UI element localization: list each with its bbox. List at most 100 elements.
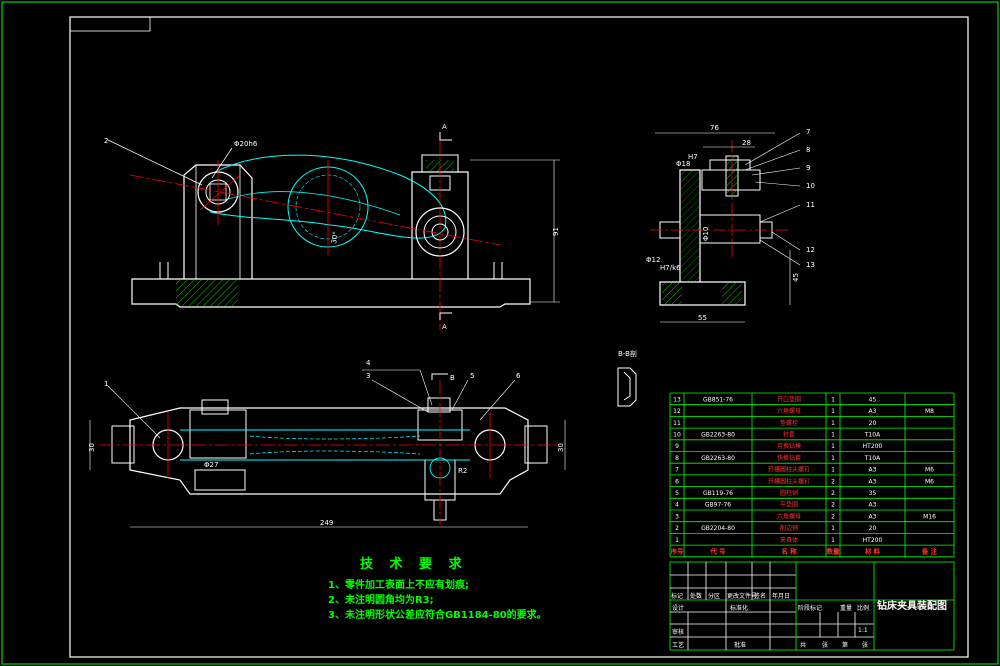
parts-cell-material: A3: [869, 467, 877, 474]
inner-frame: [69, 16, 969, 658]
top-view: [89, 369, 566, 528]
parts-cell-name: 可换钻模: [777, 442, 801, 450]
parts-header-name: 名 称: [781, 547, 797, 556]
parts-cell-material: A3: [869, 513, 877, 520]
parts-cell-material: 20: [869, 525, 877, 532]
parts-cell-material: 35: [869, 490, 877, 497]
balloon-2: 2: [104, 137, 108, 145]
tb-sheet-no: 第: [842, 641, 848, 649]
parts-cell-material: T10A: [864, 455, 881, 462]
dim-mid: Φ10: [702, 227, 710, 241]
parts-cell-code: GB119-76: [703, 490, 733, 497]
title-block-labels: 钻床夹具装配图 标记 处数 分区 更改文件号 签名 年月日 设计 标准化 审核 …: [671, 592, 947, 649]
dim-r2: R2: [458, 467, 467, 475]
tb-sheet-total-unit: 张: [822, 641, 828, 649]
corner-code-box: [69, 16, 151, 32]
parts-cell-name: 衬套: [783, 431, 795, 439]
parts-cell-qty: 1: [831, 537, 835, 544]
tb-sheet-total: 共: [800, 641, 806, 649]
parts-cell-qty: 2: [831, 513, 835, 520]
tb-label-weight: 重量: [840, 604, 852, 612]
side-view-labels: 76 28 Φ18 H7 Φ10 Φ12 H7/k6 55 45 7 8 9 1…: [618, 124, 815, 358]
parts-cell-no: 5: [675, 490, 679, 497]
balloon-4: 4: [366, 359, 371, 367]
parts-cell-name: 开口垫圈: [777, 395, 801, 403]
parts-cell-no: 13: [673, 396, 681, 403]
parts-cell-name: 六角螺母: [777, 407, 801, 415]
parts-cell-no: 8: [675, 455, 679, 462]
tb-label-date: 年月日: [772, 592, 790, 600]
tb-label-sign: 签名: [754, 592, 766, 600]
section-mark-a-bottom: A: [442, 323, 447, 331]
requirement-3: 3、未注明形状公差应符合GB1184-80的要求。: [328, 608, 547, 621]
balloon-13: 13: [806, 261, 815, 269]
parts-cell-material: T10A: [864, 432, 881, 439]
tb-label-process: 工艺: [672, 641, 684, 649]
parts-header-code: 代 号: [709, 547, 726, 556]
parts-cell-no: 4: [675, 502, 679, 509]
balloon-9: 9: [806, 164, 810, 172]
parts-header-qty: 数量: [827, 547, 841, 556]
dim-shaft: Φ12: [646, 256, 660, 264]
parts-cell-name: 六角螺母: [777, 512, 801, 520]
title-block: [669, 561, 955, 651]
dim-fit-pin: Φ18: [676, 160, 690, 168]
balloon-12: 12: [806, 246, 815, 254]
parts-cell-material: A3: [869, 502, 877, 509]
side-view: [617, 132, 801, 407]
parts-cell-material: 20: [869, 420, 877, 427]
technical-requirements: 技 术 要 求 1、零件加工表面上不应有划痕; 2、未注明圆角均为R3; 3、未…: [328, 556, 547, 621]
requirements-title: 技 术 要 求: [360, 556, 468, 572]
parts-cell-material: A3: [869, 478, 877, 485]
parts-cell-material: HT200: [863, 537, 883, 544]
section-mark-a-top: A: [442, 123, 447, 131]
tb-label-zone: 分区: [708, 592, 720, 600]
parts-cell-code: GB97-76: [705, 502, 731, 509]
dim-clearance: Φ27: [204, 461, 218, 469]
parts-cell-qty: 1: [831, 408, 835, 415]
balloon-5: 5: [470, 372, 474, 380]
dim-249: 249: [320, 519, 333, 527]
parts-cell-no: 11: [673, 420, 681, 427]
parts-cell-name: 垫螺栓: [780, 419, 798, 427]
parts-cell-code: GB2204-80: [701, 525, 735, 532]
dim-hole-diameter: Φ20h6: [234, 140, 258, 148]
parts-cell-note: M16: [923, 513, 936, 520]
parts-cell-code: GB2263-80: [701, 432, 735, 439]
dim-55: 55: [698, 314, 707, 322]
parts-cell-qty: 1: [831, 455, 835, 462]
balloon-7: 7: [806, 128, 810, 136]
parts-cell-no: 2: [675, 525, 679, 532]
parts-cell-name: 开槽圆柱头螺钉: [768, 477, 810, 485]
parts-cell-no: 12: [673, 408, 681, 415]
parts-cell-qty: 1: [831, 443, 835, 450]
balloon-6: 6: [516, 372, 521, 380]
parts-cell-note: M8: [925, 408, 934, 415]
parts-cell-note: M6: [925, 478, 934, 485]
parts-cell-no: 7: [675, 467, 679, 474]
dim-30-right: 30: [557, 443, 565, 452]
parts-cell-qty: 2: [831, 478, 835, 485]
dim-30-left: 30: [88, 443, 96, 452]
tb-label-approve: 批准: [734, 641, 746, 649]
dim-shaft-fit: H7/k6: [660, 264, 681, 272]
balloon-10: 10: [806, 182, 815, 190]
dim-height-91: 91: [552, 227, 560, 236]
parts-cell-name: 开槽圆柱头螺钉: [768, 466, 810, 474]
parts-cell-no: 6: [675, 478, 679, 485]
balloon-8: 8: [806, 146, 810, 154]
balloon-1: 1: [104, 380, 108, 388]
balloon-3: 3: [366, 372, 370, 380]
parts-header-material: 材 料: [864, 547, 881, 556]
tb-label-count: 处数: [690, 592, 702, 600]
parts-header-no: 序号: [670, 547, 685, 556]
parts-header-note: 备 注: [921, 547, 938, 556]
parts-cell-qty: 1: [831, 432, 835, 439]
parts-cell-no: 10: [673, 432, 681, 439]
drawing-name: 钻床夹具装配图: [877, 599, 947, 612]
parts-cell-qty: 1: [831, 525, 835, 532]
parts-cell-qty: 2: [831, 502, 835, 509]
